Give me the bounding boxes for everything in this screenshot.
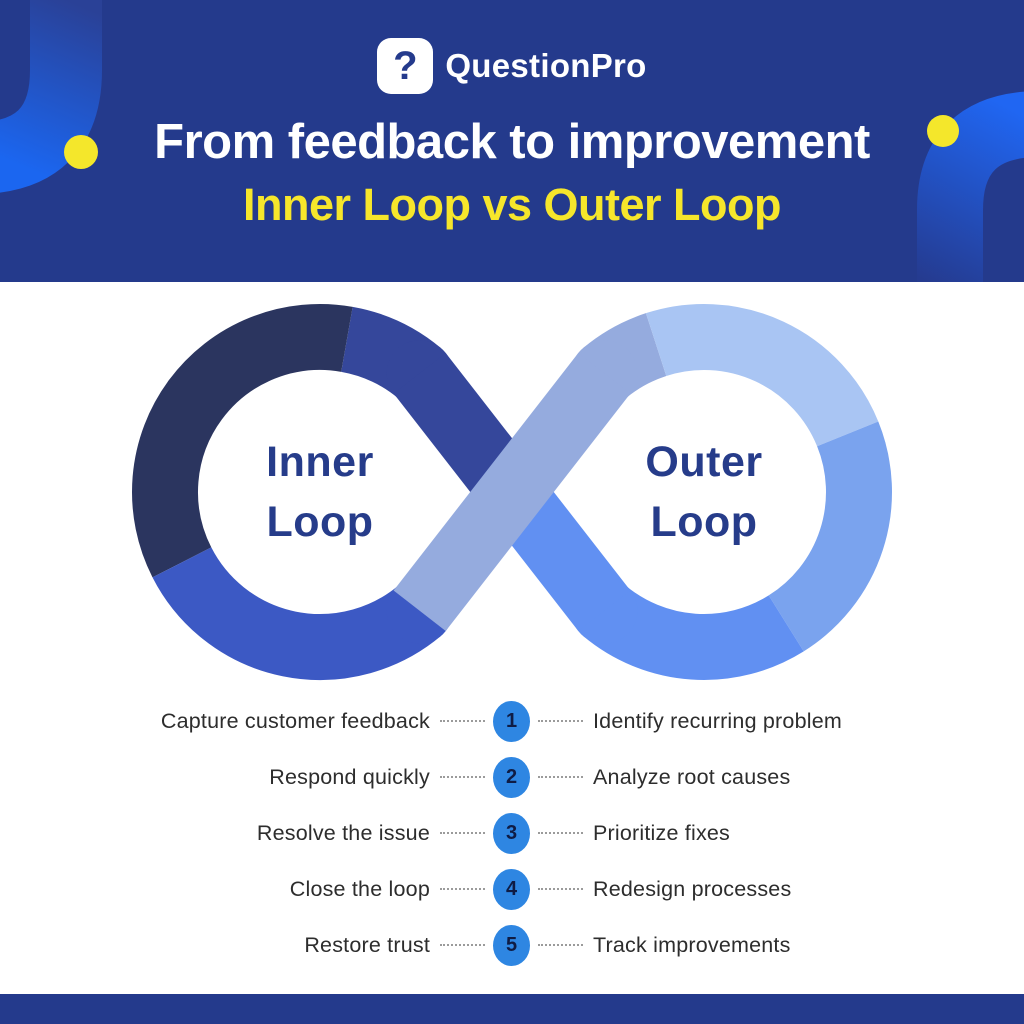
inner-loop-label: Inner Loop	[170, 432, 470, 552]
connector-line	[538, 776, 583, 778]
step-right-label: Identify recurring problem	[593, 708, 842, 733]
step-left-label: Restore trust	[304, 932, 430, 957]
step-row-1: Capture customer feedback 1 Identify rec…	[0, 693, 1024, 749]
connector-line	[440, 776, 485, 778]
step-number-badge: 5	[493, 924, 530, 966]
left-curve-decoration-icon	[0, 0, 102, 193]
step-number-badge: 3	[493, 812, 530, 854]
crossing-band-periwinkle	[393, 353, 631, 631]
infinity-loop-diagram	[132, 304, 892, 680]
step-number-badge: 2	[493, 756, 530, 798]
yellow-dot-right-icon	[927, 115, 959, 147]
step-number-badge: 4	[493, 868, 530, 910]
yellow-dot-left-icon	[64, 135, 98, 169]
step-left-label: Resolve the issue	[256, 820, 430, 845]
connector-line	[538, 944, 583, 946]
inner-loop-arc-royal-blue	[152, 546, 441, 680]
step-right-label: Redesign processes	[593, 876, 792, 901]
questionpro-logo-icon: ?	[377, 38, 434, 94]
step-right-label: Track improvements	[593, 932, 791, 957]
outer-loop-label-line1: Outer	[645, 438, 763, 486]
step-row-4: Close the loop 4 Redesign processes	[0, 861, 1024, 917]
step-left-label: Capture customer feedback	[160, 708, 430, 733]
connector-line	[538, 888, 583, 890]
outer-loop-arc-light-blue	[645, 304, 879, 448]
inner-loop-label-line1: Inner	[266, 438, 374, 486]
connector-line	[538, 720, 583, 722]
brand-name: QuestionPro	[445, 47, 647, 84]
inner-loop-arc-dark-navy	[132, 304, 353, 578]
outer-loop-label-line2: Loop	[650, 498, 758, 546]
page-title: From feedback to improvement	[154, 115, 870, 169]
header: ? QuestionPro From feedback to improveme…	[0, 0, 1024, 282]
logo-glyph: ?	[393, 44, 418, 88]
step-row-3: Resolve the issue 3 Prioritize fixes	[0, 805, 1024, 861]
step-number-badge: 1	[493, 700, 530, 742]
footer-bar	[0, 994, 1024, 1024]
connector-line	[440, 832, 485, 834]
step-left-label: Respond quickly	[269, 764, 430, 789]
page-subtitle: Inner Loop vs Outer Loop	[243, 179, 782, 230]
header-decoration	[0, 0, 1024, 282]
outer-loop-arc-mid-blue	[767, 421, 892, 652]
steps-list: Capture customer feedback 1 Identify rec…	[0, 693, 1024, 973]
step-row-5: Restore trust 5 Track improvements	[0, 917, 1024, 973]
right-curve-decoration-icon	[917, 91, 1024, 282]
connector-line	[538, 832, 583, 834]
connector-line	[440, 720, 485, 722]
step-right-label: Analyze root causes	[593, 764, 791, 789]
connector-line	[440, 944, 485, 946]
step-left-label: Close the loop	[289, 876, 430, 901]
connector-line	[440, 888, 485, 890]
step-row-2: Respond quickly 2 Analyze root causes	[0, 749, 1024, 805]
step-right-label: Prioritize fixes	[593, 820, 731, 845]
outer-loop-label: Outer Loop	[554, 432, 854, 552]
brand-logo: ? QuestionPro	[0, 0, 1024, 94]
inner-loop-label-line2: Loop	[266, 498, 374, 546]
